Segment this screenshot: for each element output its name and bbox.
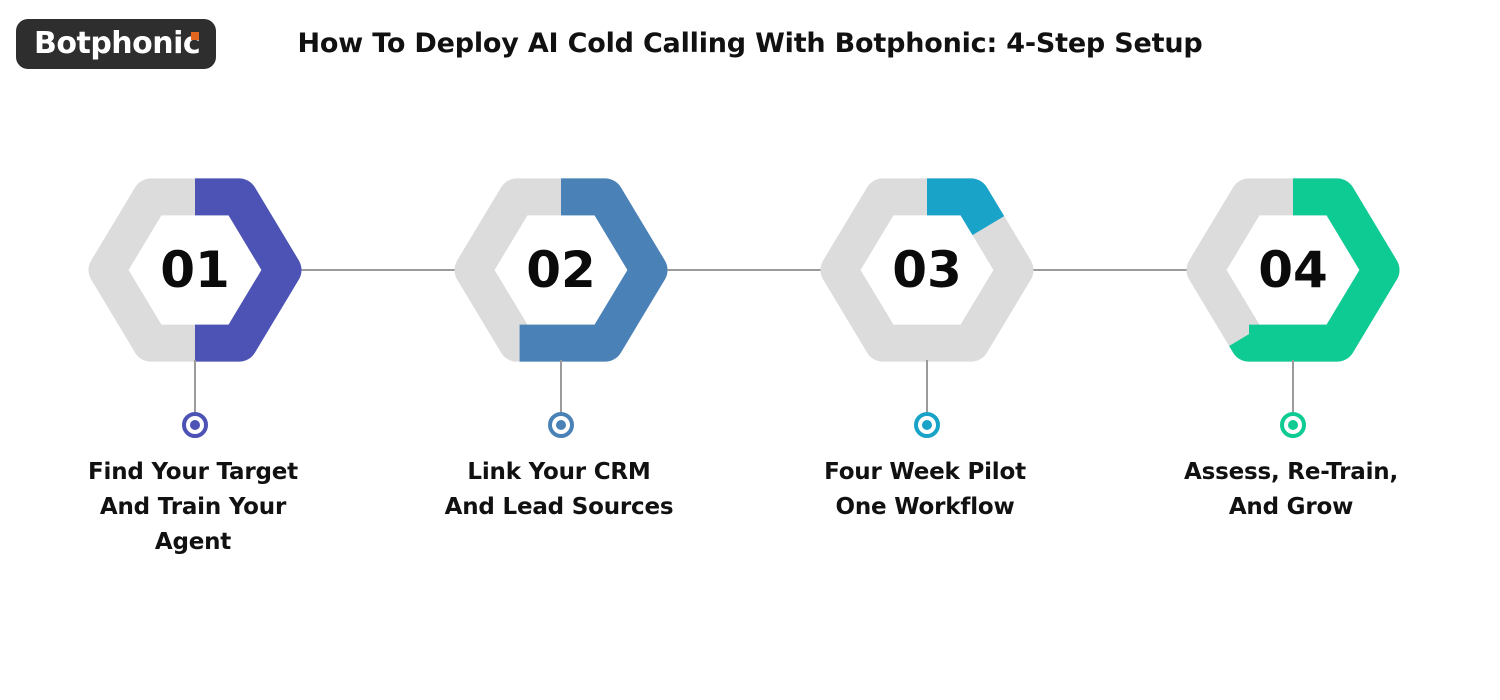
step-stem	[194, 360, 196, 422]
step-number: 02	[526, 241, 596, 299]
step-label: Assess, Re-Train, And Grow	[1111, 455, 1471, 525]
step-marker-dot-core	[1288, 420, 1298, 430]
step-number: 04	[1258, 241, 1328, 299]
hexagon-progress-ring: 04	[1186, 165, 1400, 375]
step-label-line: Find Your Target	[88, 459, 298, 485]
step-label-line: Four Week Pilot	[824, 459, 1026, 485]
hexagon-ring-svg	[454, 178, 668, 362]
step-number: 03	[892, 241, 962, 299]
connector-line-2-3	[659, 269, 843, 271]
step-marker-dot	[1280, 412, 1306, 438]
page-title: How To Deploy AI Cold Calling With Botph…	[297, 28, 1203, 59]
botphonic-logo: Botphonic	[16, 19, 217, 69]
step-label-line: And Lead Sources	[444, 493, 674, 520]
connector-line-3-4	[1025, 269, 1209, 271]
hexagon-ring-svg	[88, 178, 302, 362]
step-label-line: Agent	[154, 528, 232, 555]
step-number: 01	[160, 241, 230, 299]
step-marker-dot-core	[190, 420, 200, 430]
step-stem	[560, 360, 562, 422]
step-label-line: Assess, Re-Train,	[1184, 459, 1398, 485]
step-marker-dot-core	[922, 420, 932, 430]
step-label-line: And Grow	[1228, 493, 1354, 520]
page-header: Botphonic How To Deploy AI Cold Calling …	[0, 0, 1500, 95]
step-item[interactable]: 04 Assess, Re-Train, And Grow	[1108, 120, 1474, 590]
connector-line-1-2	[293, 269, 477, 271]
hexagon-ring-svg	[1186, 178, 1400, 362]
logo-text: Botphonic	[34, 26, 201, 61]
step-item[interactable]: 02 Link Your CRM And Lead Sources	[376, 120, 742, 590]
step-stem	[926, 360, 928, 422]
hexagon-progress-ring: 01	[88, 165, 302, 375]
logo-accent-dot-icon	[191, 32, 200, 40]
step-marker-dot	[548, 412, 574, 438]
hexagon-progress-ring: 03	[820, 165, 1034, 375]
hexagon-progress-ring: 02	[454, 165, 668, 375]
step-marker-dot	[182, 412, 208, 438]
step-label-line: Link Your CRM	[467, 459, 651, 485]
step-label-line: And Train Your	[99, 493, 287, 520]
step-marker-dot	[914, 412, 940, 438]
hexagon-ring-svg	[820, 178, 1034, 362]
step-marker-dot-core	[556, 420, 566, 430]
step-stem	[1292, 360, 1294, 422]
step-label: Link Your CRM And Lead Sources	[379, 455, 739, 525]
step-label-line: One Workflow	[835, 493, 1015, 520]
